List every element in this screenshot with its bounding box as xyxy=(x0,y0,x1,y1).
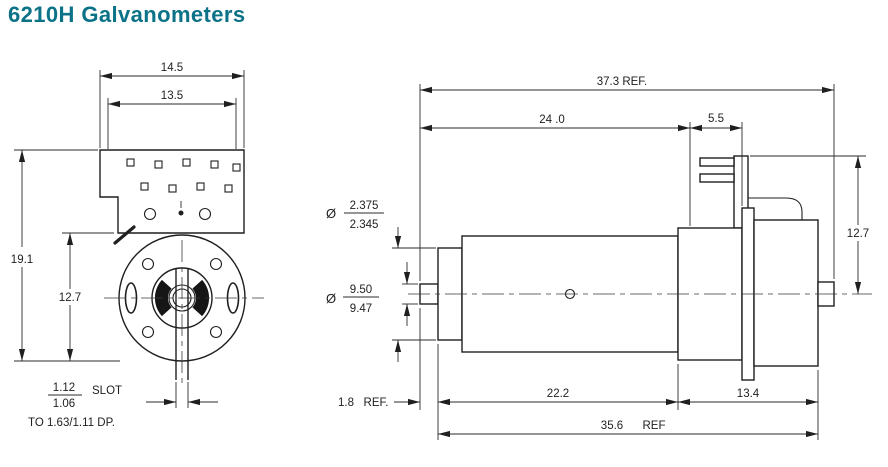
rotor-sector-right xyxy=(192,279,210,317)
dim-body-length: 24 .0 xyxy=(539,114,565,126)
dim-slot-max: 1.12 xyxy=(53,382,75,394)
bracket-round-holes xyxy=(143,201,212,221)
dim-width-inner: 13.5 xyxy=(161,90,183,102)
dim-rear-length: 13.4 xyxy=(737,388,760,400)
terminal-pin-top xyxy=(699,157,735,167)
dim-pilot-dia-max: 2.375 xyxy=(350,200,379,212)
dim-terminal-height: 12.7 xyxy=(847,228,869,240)
diameter-symbol-pilot: Ø xyxy=(326,206,336,221)
page-title: 6210H Galvanometers xyxy=(8,2,246,27)
dim-case-length: 22.2 xyxy=(547,388,569,400)
dim-shaft-dia-max: 9.50 xyxy=(350,284,372,296)
dim-slot-min: 1.06 xyxy=(53,398,75,410)
diameter-symbol-shaft: Ø xyxy=(326,291,336,306)
dim-width-outer: 14.5 xyxy=(161,62,183,74)
slot-label: SLOT xyxy=(92,385,122,397)
dim-mount-length-ref: REF xyxy=(643,420,666,432)
bracket-square-holes xyxy=(126,158,241,193)
adjust-lever xyxy=(113,225,136,245)
slot-depth-note: TO 1.63/1.11 DP. xyxy=(28,417,115,429)
connector-block xyxy=(753,219,819,367)
dim-shaft-dia-min: 9.47 xyxy=(350,303,372,315)
dim-height-center: 12.7 xyxy=(59,292,81,304)
front-view-dimensions: 14.5 13.5 19.1 12.7 xyxy=(11,62,245,429)
side-view: 37.3 REF. 24 .0 5.5 12.7 Ø 2.375 2.345 xyxy=(326,76,872,440)
front-view: 14.5 13.5 19.1 12.7 xyxy=(11,62,264,429)
bolt-holes xyxy=(141,257,223,339)
dim-mount-length: 35.6 xyxy=(601,420,623,432)
rotor-sector-left xyxy=(154,279,172,317)
side-view-dimensions: 37.3 REF. 24 .0 5.5 12.7 Ø 2.375 2.345 xyxy=(326,76,869,440)
dim-overall-length: 37.3 REF. xyxy=(597,76,648,88)
dim-pilot-dia-min: 2.345 xyxy=(350,219,379,231)
terminal-pin-bottom xyxy=(699,173,735,183)
dim-height-overall: 19.1 xyxy=(11,254,33,266)
dim-shaft-ext-ref: REF. xyxy=(364,397,389,409)
dim-rear-section: 5.5 xyxy=(708,113,724,125)
dim-shaft-ext: 1.8 xyxy=(338,397,354,409)
terminal-wire xyxy=(748,197,803,220)
